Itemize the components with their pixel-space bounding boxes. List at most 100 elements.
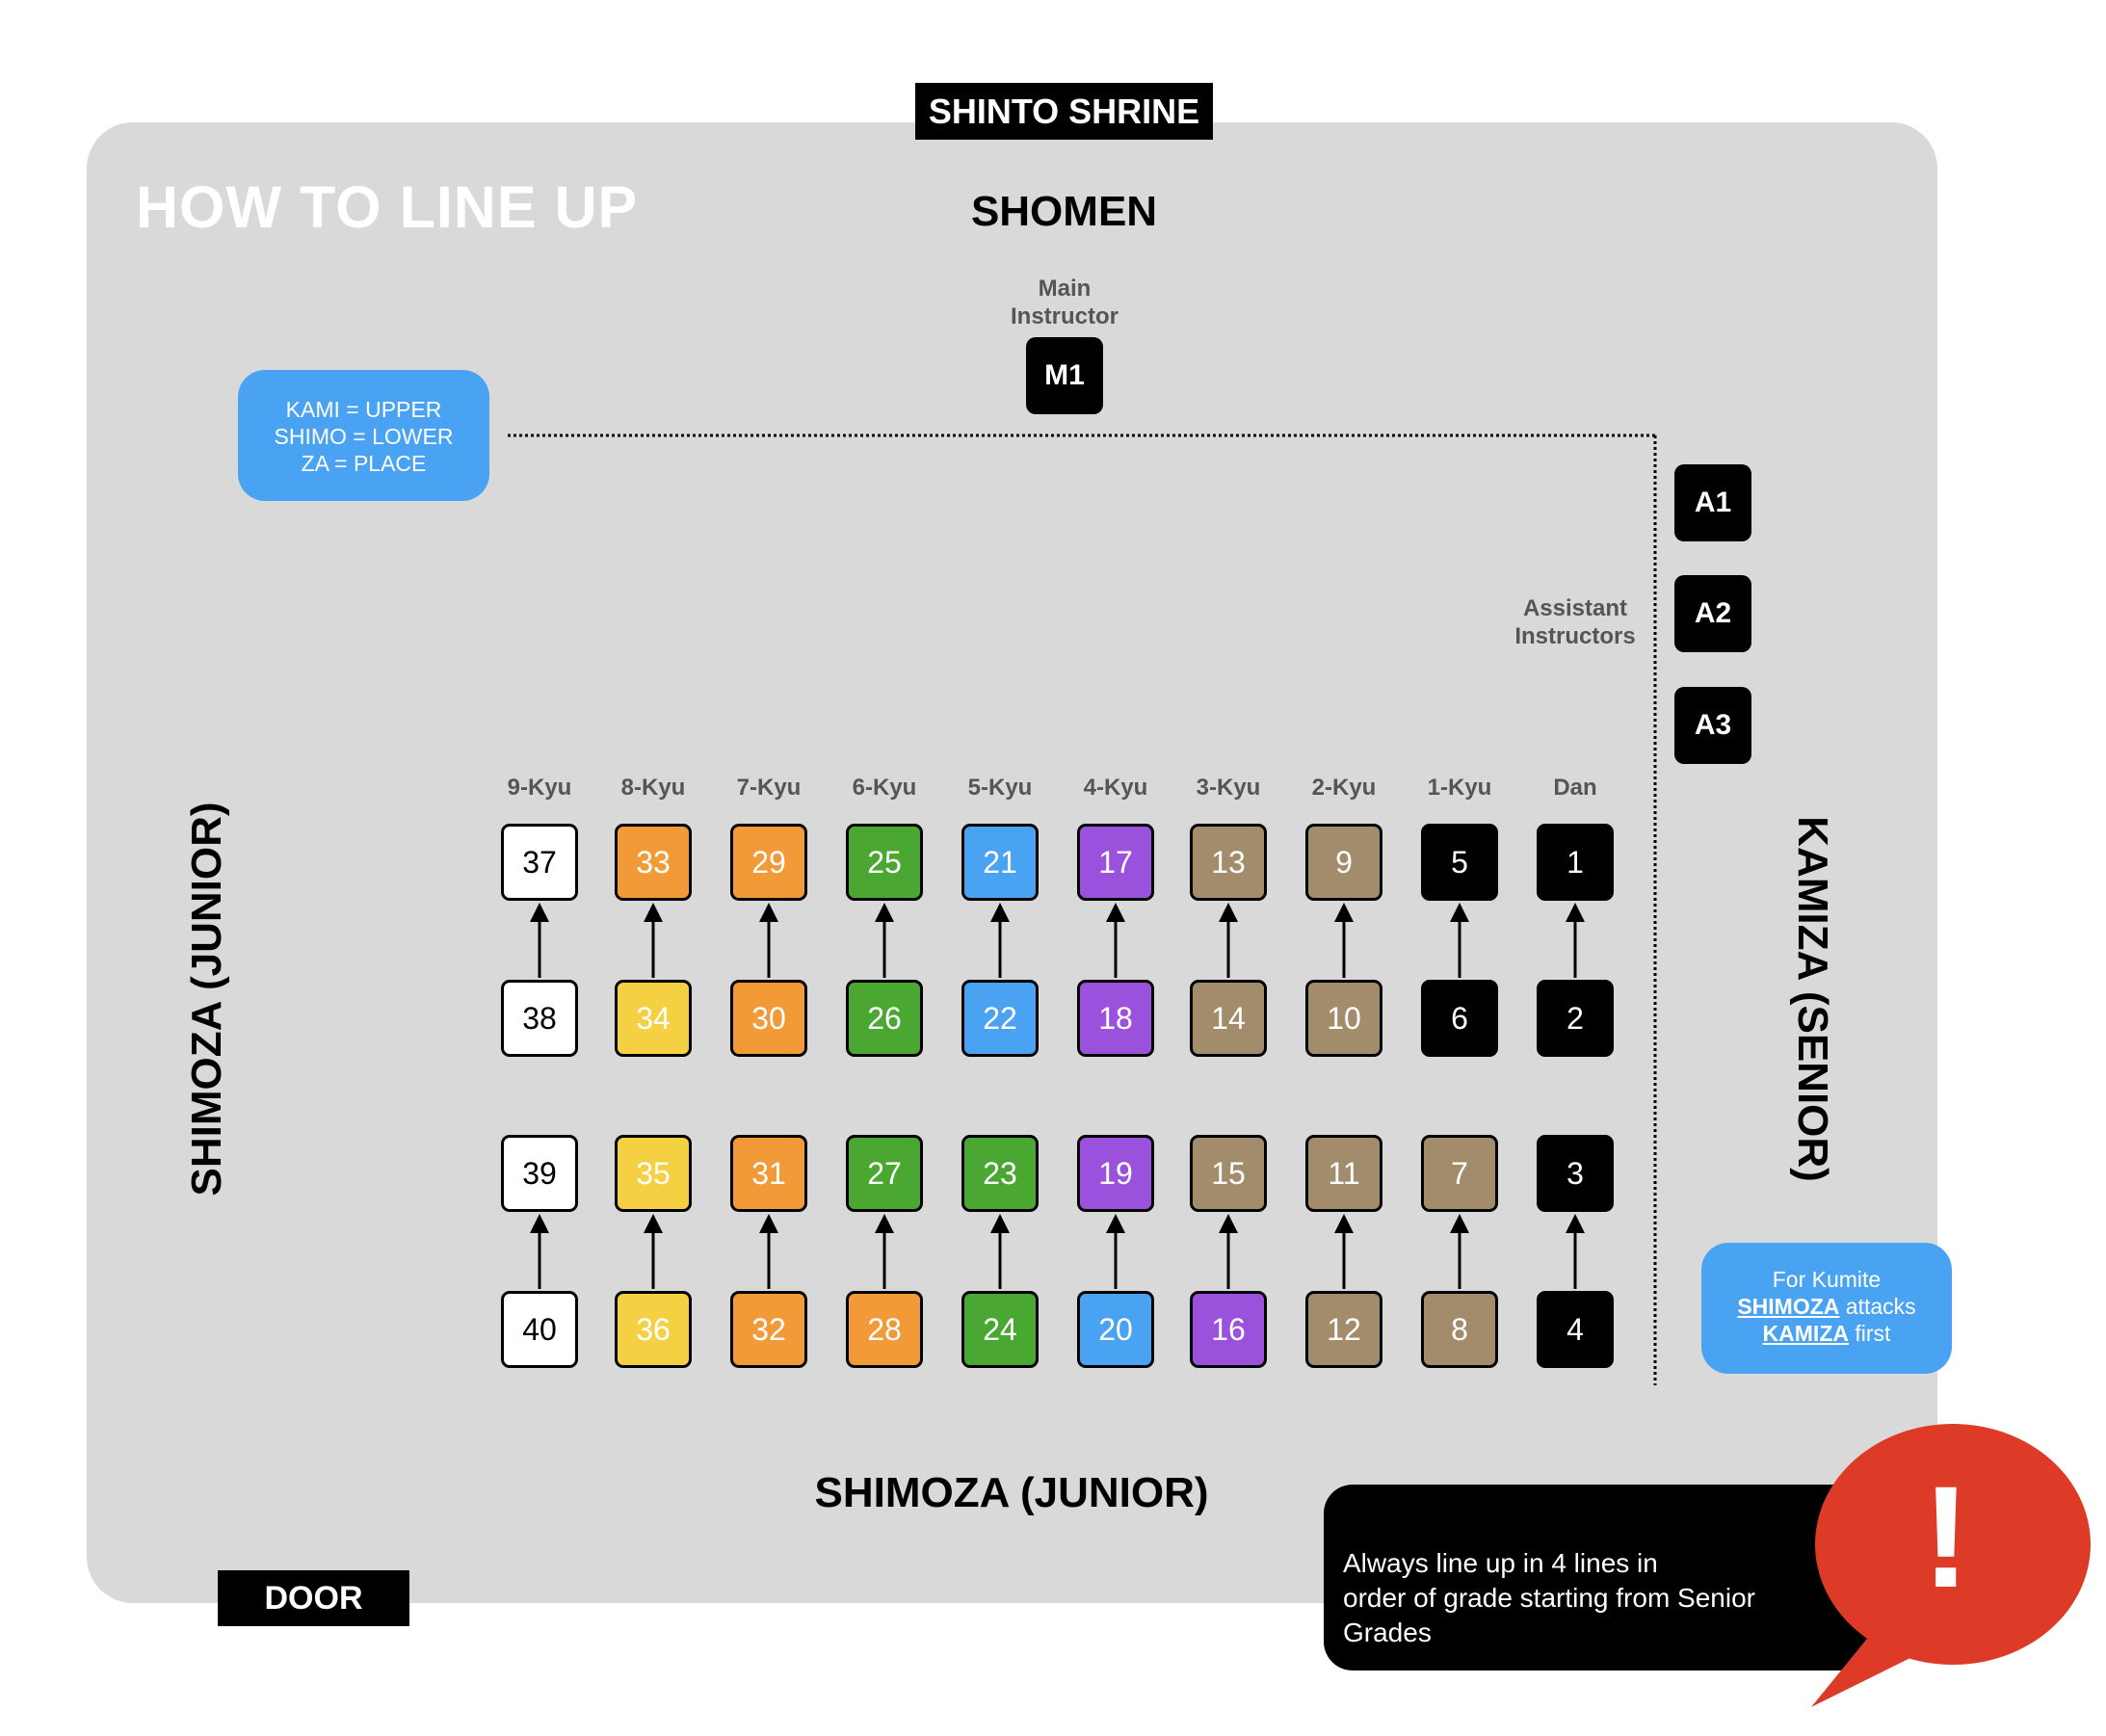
kumite-line3: KAMIZA first xyxy=(1701,1320,1952,1347)
arrow-head-icon xyxy=(530,903,549,922)
arrow-head-icon xyxy=(1450,1214,1469,1233)
lineup-position: 13 xyxy=(1190,824,1267,901)
arrow-head-icon xyxy=(759,903,778,922)
assistant-label-line1: Assistant xyxy=(1522,595,1628,621)
kumite-attacks-word: attacks xyxy=(1839,1294,1916,1319)
instructor-a1: A1 xyxy=(1674,464,1751,541)
arrow-head-icon xyxy=(1219,1214,1238,1233)
alert-bubble-tail xyxy=(1811,1618,1922,1707)
grade-label: 8-Kyu xyxy=(620,775,686,801)
callout-line1: Always line up in 4 lines in xyxy=(1343,1548,1658,1578)
exclamation-mark: ! xyxy=(1922,1456,1970,1618)
lineup-position: 7 xyxy=(1421,1135,1498,1212)
lineup-position: 32 xyxy=(730,1291,807,1368)
assistant-label-line2: Instructors xyxy=(1514,623,1636,649)
instructor-a3: A3 xyxy=(1674,687,1751,764)
main-instructor-label: Main Instructor xyxy=(983,275,1146,330)
kumite-note: For Kumite SHIMOZA attacks KAMIZA first xyxy=(1701,1243,1952,1374)
lineup-position: 31 xyxy=(730,1135,807,1212)
arrow-head-icon xyxy=(644,903,663,922)
kumite-first-word: first xyxy=(1848,1321,1891,1346)
lineup-position: 23 xyxy=(961,1135,1039,1212)
kami-shimo-za-note: KAMI = UPPER SHIMO = LOWER ZA = PLACE xyxy=(238,370,489,501)
arrow-head-icon xyxy=(1566,1214,1585,1233)
lineup-position: 34 xyxy=(615,980,692,1057)
lineup-position: 2 xyxy=(1537,980,1614,1057)
lineup-position: 33 xyxy=(615,824,692,901)
grade-label: 2-Kyu xyxy=(1311,775,1377,801)
lineup-position: 40 xyxy=(501,1291,578,1368)
grade-label: 7-Kyu xyxy=(736,775,802,801)
kumite-kamiza-word: KAMIZA xyxy=(1762,1321,1849,1346)
lineup-position: 35 xyxy=(615,1135,692,1212)
page-title: HOW TO LINE UP xyxy=(136,174,639,240)
arrow-head-icon xyxy=(1450,903,1469,922)
kumite-shimoza-word: SHIMOZA xyxy=(1737,1294,1840,1319)
arrow-head-icon xyxy=(1566,903,1585,922)
callout-box: Always line up in 4 lines in order of gr… xyxy=(1324,1485,1882,1670)
lineup-position: 28 xyxy=(846,1291,923,1368)
note-line-za: ZA = PLACE xyxy=(301,451,427,476)
shinto-shrine-label: SHINTO SHRINE xyxy=(915,83,1213,140)
shimoza-left-label: SHIMOZA (JUNIOR) xyxy=(183,802,230,1197)
lineup-position: 8 xyxy=(1421,1291,1498,1368)
arrow-head-icon xyxy=(1334,1214,1354,1233)
alert-bubble-ellipse xyxy=(1815,1424,2091,1665)
grade-label: 3-Kyu xyxy=(1196,775,1261,801)
arrow-head-icon xyxy=(875,1214,894,1233)
shomen-label: SHOMEN xyxy=(970,188,1158,235)
lineup-position: 1 xyxy=(1537,824,1614,901)
grade-label: 1-Kyu xyxy=(1427,775,1492,801)
alert-bubble-icon xyxy=(1811,1424,2091,1707)
lineup-position: 3 xyxy=(1537,1135,1614,1212)
instructor-a2: A2 xyxy=(1674,575,1751,652)
main-instructor-line1: Main xyxy=(1038,276,1092,302)
instructor-m1: M1 xyxy=(1026,337,1103,414)
lineup-position: 37 xyxy=(501,824,578,901)
callout-line3: Grades xyxy=(1343,1618,1432,1647)
lineup-position: 4 xyxy=(1537,1291,1614,1368)
lineup-position: 6 xyxy=(1421,980,1498,1057)
lineup-position: 36 xyxy=(615,1291,692,1368)
callout-line2: order of grade starting from Senior xyxy=(1343,1583,1755,1613)
lineup-position: 20 xyxy=(1077,1291,1154,1368)
lineup-position: 25 xyxy=(846,824,923,901)
kumite-line1: For Kumite xyxy=(1772,1267,1882,1292)
arrow-head-icon xyxy=(644,1214,663,1233)
lineup-position: 29 xyxy=(730,824,807,901)
door-label: DOOR xyxy=(218,1570,409,1626)
arrow-head-icon xyxy=(990,903,1010,922)
note-line-kami: KAMI = UPPER xyxy=(285,397,442,422)
lineup-position: 30 xyxy=(730,980,807,1057)
arrows-group xyxy=(530,903,1585,1289)
lineup-position: 38 xyxy=(501,980,578,1057)
lineup-position: 19 xyxy=(1077,1135,1154,1212)
arrow-head-icon xyxy=(1219,903,1238,922)
grade-label: 6-Kyu xyxy=(852,775,917,801)
arrow-head-icon xyxy=(759,1214,778,1233)
lineup-position: 17 xyxy=(1077,824,1154,901)
arrow-head-icon xyxy=(1106,903,1125,922)
grade-label: 9-Kyu xyxy=(507,775,572,801)
arrow-head-icon xyxy=(1334,903,1354,922)
lineup-position: 15 xyxy=(1190,1135,1267,1212)
lineup-position: 18 xyxy=(1077,980,1154,1057)
lineup-position: 12 xyxy=(1305,1291,1382,1368)
arrow-head-icon xyxy=(530,1214,549,1233)
grade-label: 4-Kyu xyxy=(1083,775,1148,801)
main-instructor-line2: Instructor xyxy=(1010,303,1119,329)
kumite-line2: SHIMOZA attacks xyxy=(1701,1293,1952,1320)
lineup-position: 5 xyxy=(1421,824,1498,901)
lineup-position: 39 xyxy=(501,1135,578,1212)
lineup-position: 27 xyxy=(846,1135,923,1212)
lineup-position: 14 xyxy=(1190,980,1267,1057)
grade-label: Dan xyxy=(1553,775,1597,801)
arrow-head-icon xyxy=(1106,1214,1125,1233)
arrow-head-icon xyxy=(990,1214,1010,1233)
lineup-position: 21 xyxy=(961,824,1039,901)
lineup-position: 9 xyxy=(1305,824,1382,901)
lineup-position: 10 xyxy=(1305,980,1382,1057)
lineup-position: 16 xyxy=(1190,1291,1267,1368)
lineup-position: 24 xyxy=(961,1291,1039,1368)
